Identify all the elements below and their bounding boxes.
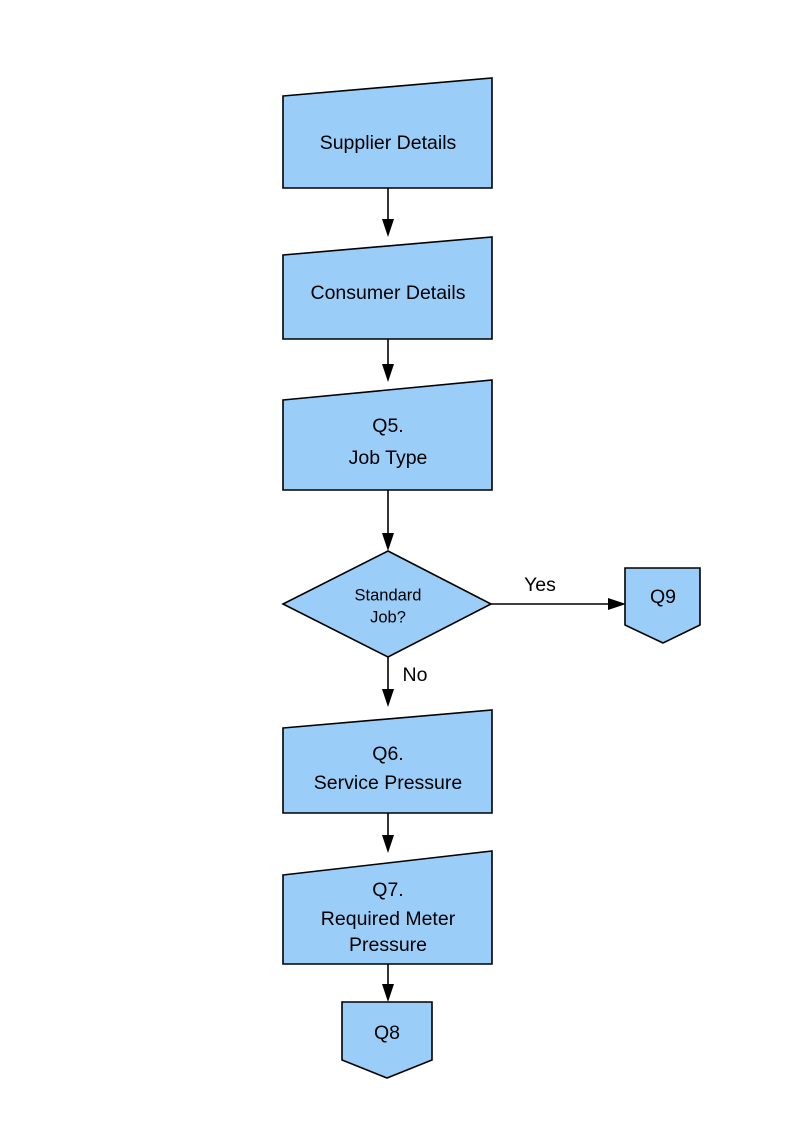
standard-job-decision-shape[interactable] xyxy=(281,550,493,658)
node-q7-required-meter-pressure[interactable]: Q7. Required Meter Pressure xyxy=(282,850,493,965)
edge-label-yes: Yes xyxy=(524,574,556,596)
node-q9[interactable]: Q9 xyxy=(624,567,701,644)
connector-supplier-to-consumer xyxy=(382,188,394,237)
node-consumer-details[interactable]: Consumer Details xyxy=(282,236,493,340)
standard-job-decision-label-line2: Job? xyxy=(370,608,406,626)
node-q6-service-pressure[interactable]: Q6. Service Pressure xyxy=(282,709,493,814)
node-supplier-details[interactable]: Supplier Details xyxy=(282,77,493,189)
q6-service-pressure-label-line2: Service Pressure xyxy=(314,772,462,794)
q5-job-type-shape[interactable] xyxy=(282,379,493,491)
connector-decision-to-q6 xyxy=(382,657,394,707)
q8-shape[interactable] xyxy=(341,1001,433,1079)
connector-q6-to-q7 xyxy=(382,813,394,853)
q5-job-type-label-line1: Q5. xyxy=(372,415,403,437)
consumer-details-shape[interactable] xyxy=(282,236,493,340)
node-standard-job-decision[interactable]: Standard Job? xyxy=(281,550,493,658)
q5-job-type-label-line2: Job Type xyxy=(349,447,428,469)
connector-decision-to-q9 xyxy=(491,598,626,610)
q7-required-meter-pressure-label-line2: Required Meter xyxy=(321,908,456,930)
connector-q7-to-q8 xyxy=(382,964,394,1002)
consumer-details-label: Consumer Details xyxy=(311,282,466,304)
q6-service-pressure-label-line1: Q6. xyxy=(372,743,403,765)
q7-required-meter-pressure-label-line1: Q7. xyxy=(372,879,403,901)
q7-required-meter-pressure-label-line3: Pressure xyxy=(349,934,427,956)
q6-service-pressure-shape[interactable] xyxy=(282,709,493,814)
connector-consumer-to-q5 xyxy=(382,339,394,382)
standard-job-decision-label-line1: Standard xyxy=(355,586,422,604)
node-q8[interactable]: Q8 xyxy=(341,1001,433,1079)
supplier-details-shape[interactable] xyxy=(282,77,493,189)
q8-label: Q8 xyxy=(374,1022,400,1044)
node-q5-job-type[interactable]: Q5. Job Type xyxy=(282,379,493,491)
supplier-details-label: Supplier Details xyxy=(320,132,457,154)
edge-label-no: No xyxy=(403,664,428,686)
q7-required-meter-pressure-shape[interactable] xyxy=(282,850,493,965)
q9-label: Q9 xyxy=(650,586,676,608)
q9-shape[interactable] xyxy=(624,567,701,644)
connector-q5-to-decision xyxy=(382,490,394,551)
